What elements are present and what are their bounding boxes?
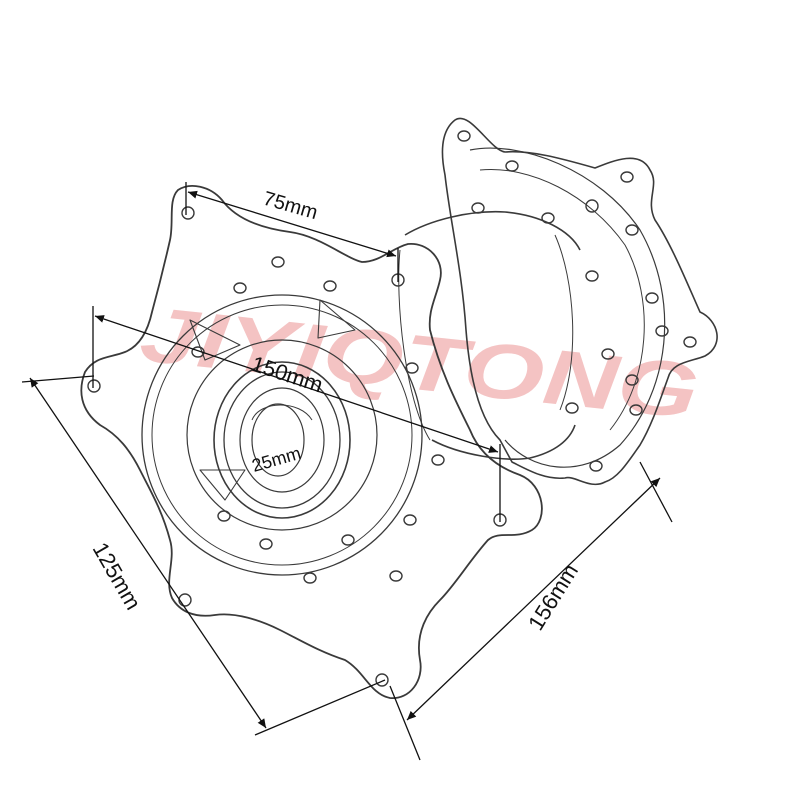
- dim-label-125mm: 125mm: [88, 538, 146, 614]
- front-flange: [80, 185, 543, 699]
- dim-label-25mm: 25mm: [250, 443, 304, 476]
- dimension-lines: [21, 182, 673, 761]
- dim-label-156mm: 156mm: [523, 559, 583, 634]
- dim-label-75mm: 75mm: [261, 188, 320, 224]
